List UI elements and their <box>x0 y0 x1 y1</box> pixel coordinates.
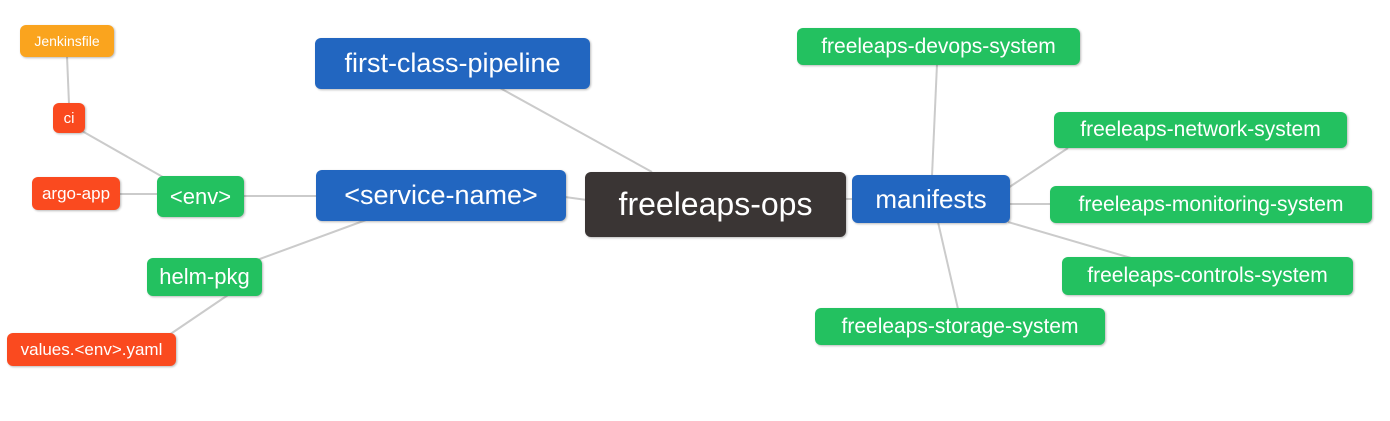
node-ci[interactable]: ci <box>53 103 85 133</box>
node-freeleaps-ops-root[interactable]: freeleaps-ops <box>585 172 846 237</box>
node-service-name[interactable]: <service-name> <box>316 170 566 221</box>
node-helm-pkg[interactable]: helm-pkg <box>147 258 262 296</box>
edge-helm-service <box>256 219 367 261</box>
node-manifests[interactable]: manifests <box>852 175 1010 223</box>
edge-manifests-storage <box>937 221 959 310</box>
edge-manifests-controls <box>1007 221 1132 259</box>
edge-pipeline-root <box>499 87 653 173</box>
edge-devops-manifests <box>931 63 938 177</box>
node-freeleaps-storage-system[interactable]: freeleaps-storage-system <box>815 308 1105 345</box>
node-first-class-pipeline[interactable]: first-class-pipeline <box>315 38 590 89</box>
edge-jenkinsfile-ci <box>66 55 70 105</box>
edge-manifests-network <box>1007 147 1069 189</box>
edge-values-helm <box>168 294 229 336</box>
node-values-env-yaml[interactable]: values.<env>.yaml <box>7 333 176 366</box>
node-argo-app[interactable]: argo-app <box>32 177 120 210</box>
node-env[interactable]: <env> <box>157 176 244 217</box>
edge-service-root <box>564 196 588 201</box>
node-freeleaps-network-system[interactable]: freeleaps-network-system <box>1054 112 1347 148</box>
node-freeleaps-devops-system[interactable]: freeleaps-devops-system <box>797 28 1080 65</box>
node-freeleaps-monitoring-system[interactable]: freeleaps-monitoring-system <box>1050 186 1372 223</box>
edge-ci-env <box>81 130 169 181</box>
node-jenkinsfile[interactable]: Jenkinsfile <box>20 25 114 57</box>
node-freeleaps-controls-system[interactable]: freeleaps-controls-system <box>1062 257 1353 295</box>
